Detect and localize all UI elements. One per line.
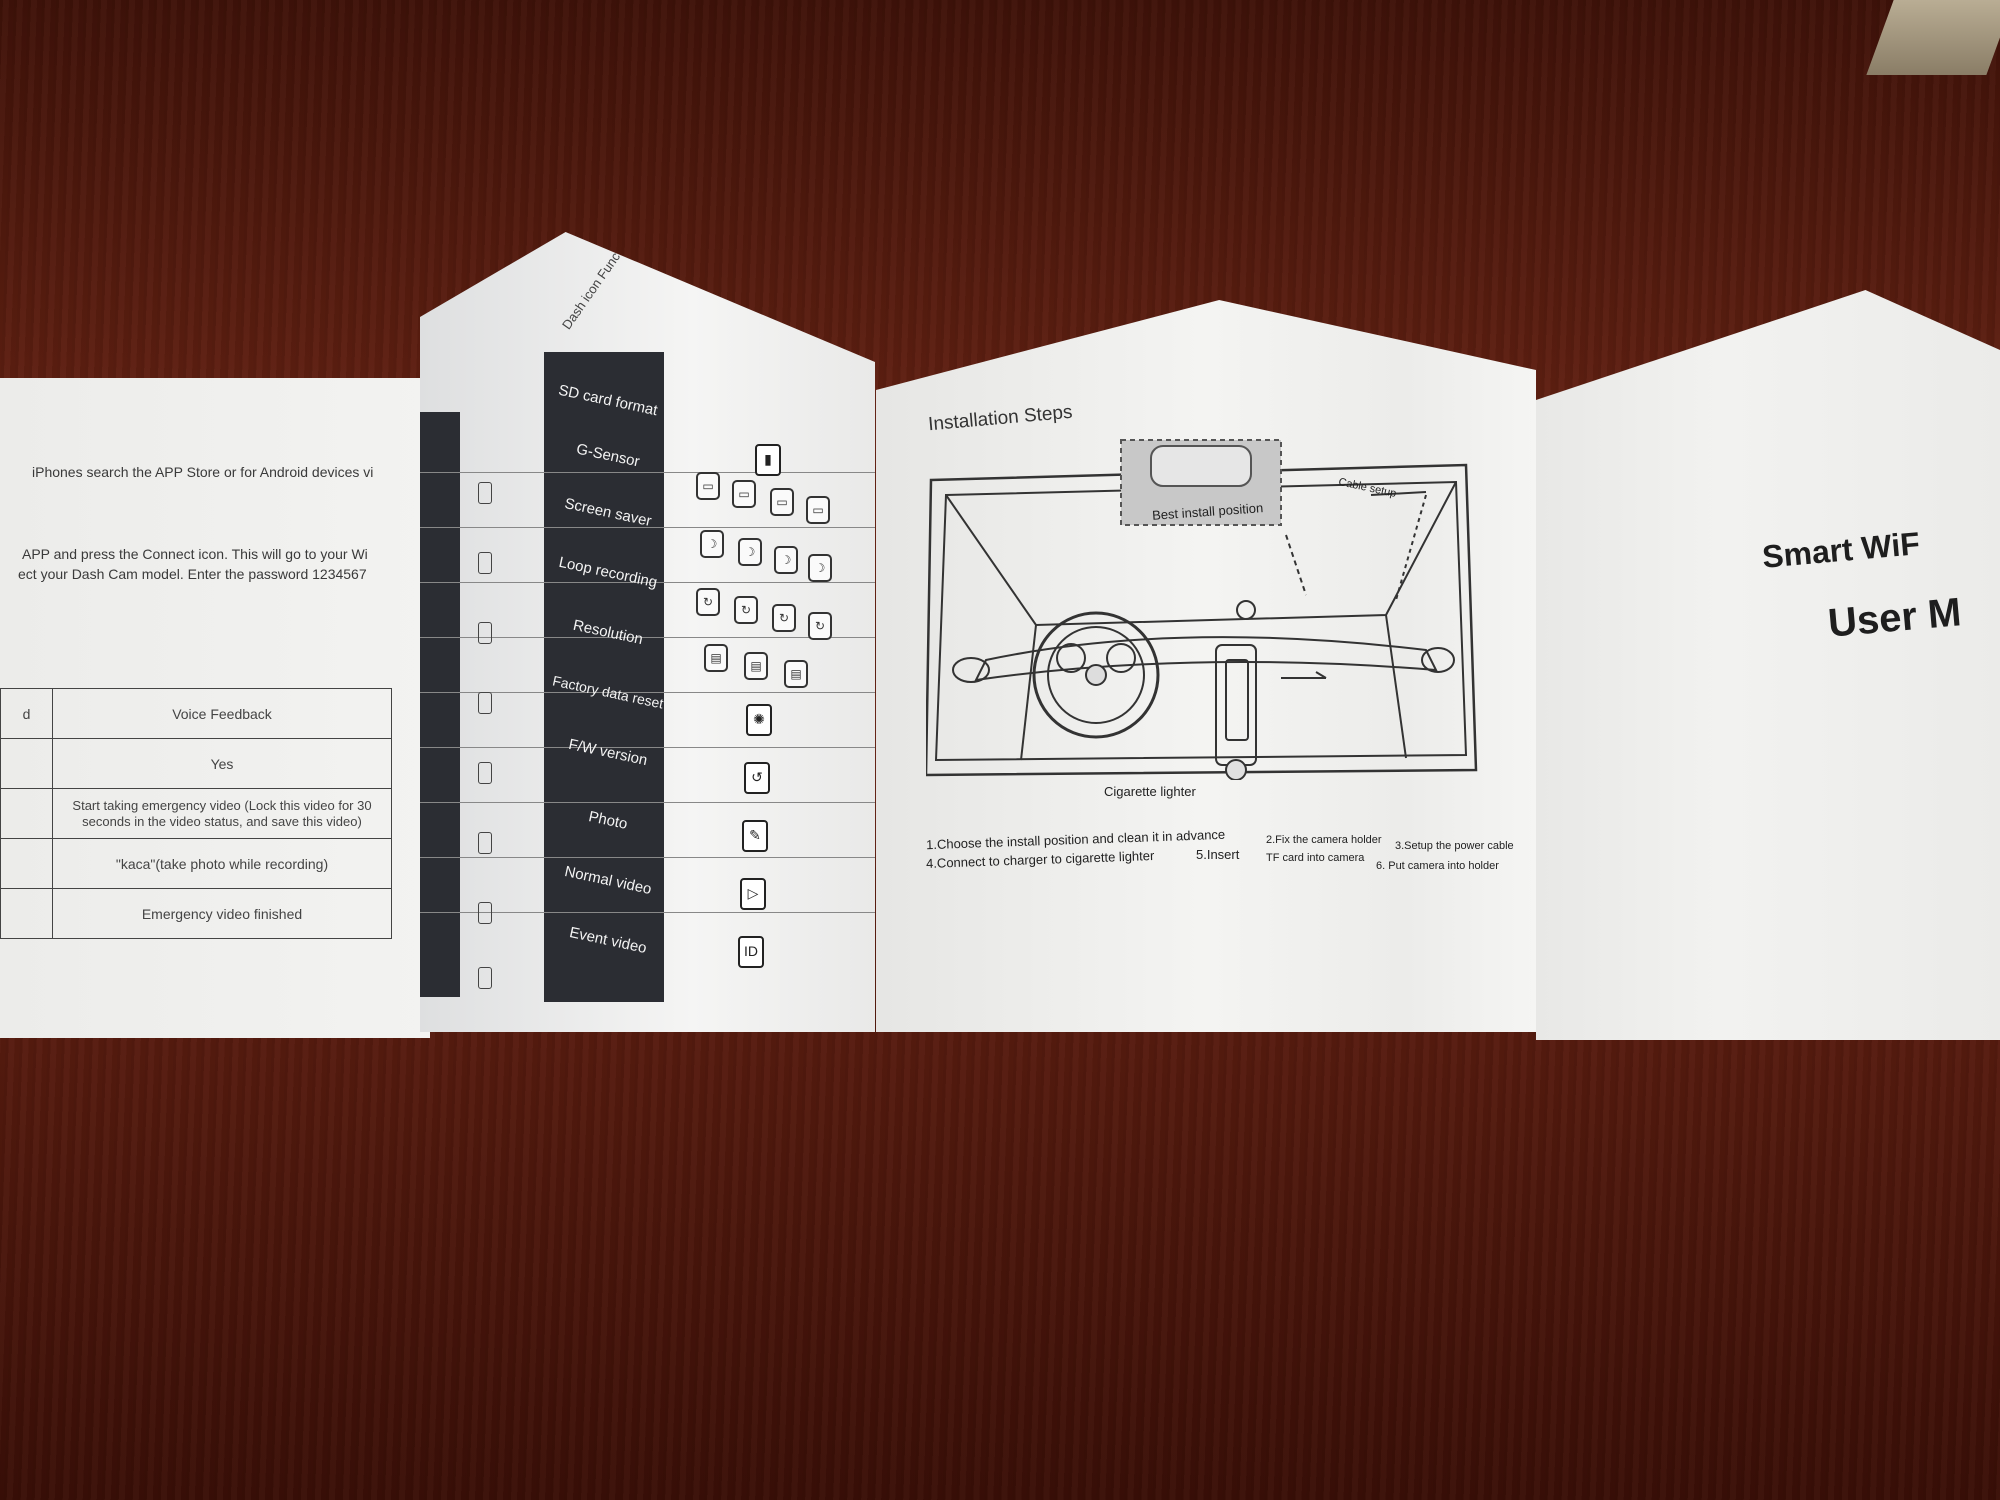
- table-row: d Voice Feedback: [0, 688, 392, 739]
- row-divider: [420, 582, 875, 583]
- firmware-icon: ↺: [744, 762, 770, 794]
- table-cell: d: [0, 688, 53, 739]
- g-sensor-icon: ▭: [770, 488, 794, 516]
- row-divider: [420, 692, 875, 693]
- table-cell: Emergency video finished: [52, 888, 392, 939]
- app-line-2: APP and press the Connect icon. This wil…: [22, 546, 368, 562]
- windshield-diagram: [926, 439, 1478, 780]
- table-row: Start taking emergency video (Lock this …: [0, 788, 392, 839]
- table-row: Emergency video finished: [0, 888, 392, 939]
- settings-icon: [478, 832, 492, 854]
- app-line-3: ect your Dash Cam model. Enter the passw…: [18, 566, 367, 582]
- icon-functions-panel: Dash icon Functions SD card format G-Sen…: [420, 232, 875, 1032]
- settings-column: [420, 412, 460, 997]
- voice-feedback-table: d Voice Feedback Yes Start taking emerge…: [0, 688, 392, 939]
- table-cell: Start taking emergency video (Lock this …: [52, 788, 392, 839]
- loop-icon: ↻: [734, 596, 758, 624]
- settings-icon: [478, 692, 492, 714]
- installation-panel: Installation Steps B: [876, 300, 1536, 1032]
- step-6: 6. Put camera into holder: [1376, 860, 1499, 872]
- screen-saver-icon: ☽: [774, 546, 798, 574]
- voice-feedback-header: Voice Feedback: [52, 688, 392, 739]
- settings-icon: [478, 482, 492, 504]
- table-row: Yes: [0, 738, 392, 789]
- mirror-icon: [1150, 445, 1252, 487]
- table-cell: [0, 888, 53, 939]
- g-sensor-icon: ▭: [696, 472, 720, 500]
- photo-icon: ✎: [742, 820, 768, 852]
- sd-card-icon: ▮: [755, 444, 781, 476]
- step-3: 3.Setup the power cable: [1395, 840, 1514, 852]
- cover-panel: Smart WiF User M: [1536, 290, 2000, 1040]
- screen-saver-icon: ☽: [808, 554, 832, 582]
- row-divider: [420, 472, 875, 473]
- settings-icon: [478, 762, 492, 784]
- step-1: 1.Choose the install position and clean …: [925, 826, 1226, 853]
- table-cell: "kaca"(take photo while recording): [52, 838, 392, 889]
- app-instructions-panel: iPhones search the APP Store or for Andr…: [0, 378, 430, 1038]
- normal-video-icon: ▷: [740, 878, 766, 910]
- app-line-1: iPhones search the APP Store or for Andr…: [32, 464, 374, 480]
- settings-icon: [478, 902, 492, 924]
- resolution-icon: ▤: [704, 644, 728, 672]
- event-video-icon: ID: [738, 936, 764, 968]
- row-divider: [420, 802, 875, 803]
- cover-title-line1: Smart WiF: [1760, 525, 1922, 575]
- row-divider: [420, 912, 875, 913]
- loop-icon: ↻: [808, 612, 832, 640]
- loop-icon: ↻: [772, 604, 796, 632]
- cigarette-lighter-label: Cigarette lighter: [1104, 784, 1196, 799]
- row-divider: [420, 637, 875, 638]
- reset-icon: ✺: [746, 704, 772, 736]
- cover-title-line2: User M: [1826, 590, 1964, 646]
- row-divider: [420, 857, 875, 858]
- step-4: 4.Connect to charger to cigarette lighte…: [925, 848, 1155, 871]
- row-divider: [420, 747, 875, 748]
- cigarette-lighter-icon: [1225, 759, 1247, 780]
- table-cell: Yes: [52, 738, 392, 789]
- resolution-icon: ▤: [784, 660, 808, 688]
- table-cell: [0, 788, 53, 839]
- table-cell: [0, 838, 53, 889]
- row-divider: [420, 527, 875, 528]
- screen-saver-icon: ☽: [738, 538, 762, 566]
- table-row: "kaca"(take photo while recording): [0, 838, 392, 889]
- g-sensor-icon: ▭: [732, 480, 756, 508]
- functions-column: [544, 352, 664, 1002]
- g-sensor-icon: ▭: [806, 496, 830, 524]
- loop-icon: ↻: [696, 588, 720, 616]
- step-5: TF card into camera: [1266, 852, 1365, 864]
- resolution-icon: ▤: [744, 652, 768, 680]
- step-2: 2.Fix the camera holder: [1266, 834, 1382, 846]
- table-cell: [0, 738, 53, 789]
- step-5-prefix: 5.Insert: [1196, 847, 1240, 862]
- settings-icon: [478, 967, 492, 989]
- screen-saver-icon: ☽: [700, 530, 724, 558]
- settings-icon: [478, 552, 492, 574]
- settings-icon: [478, 622, 492, 644]
